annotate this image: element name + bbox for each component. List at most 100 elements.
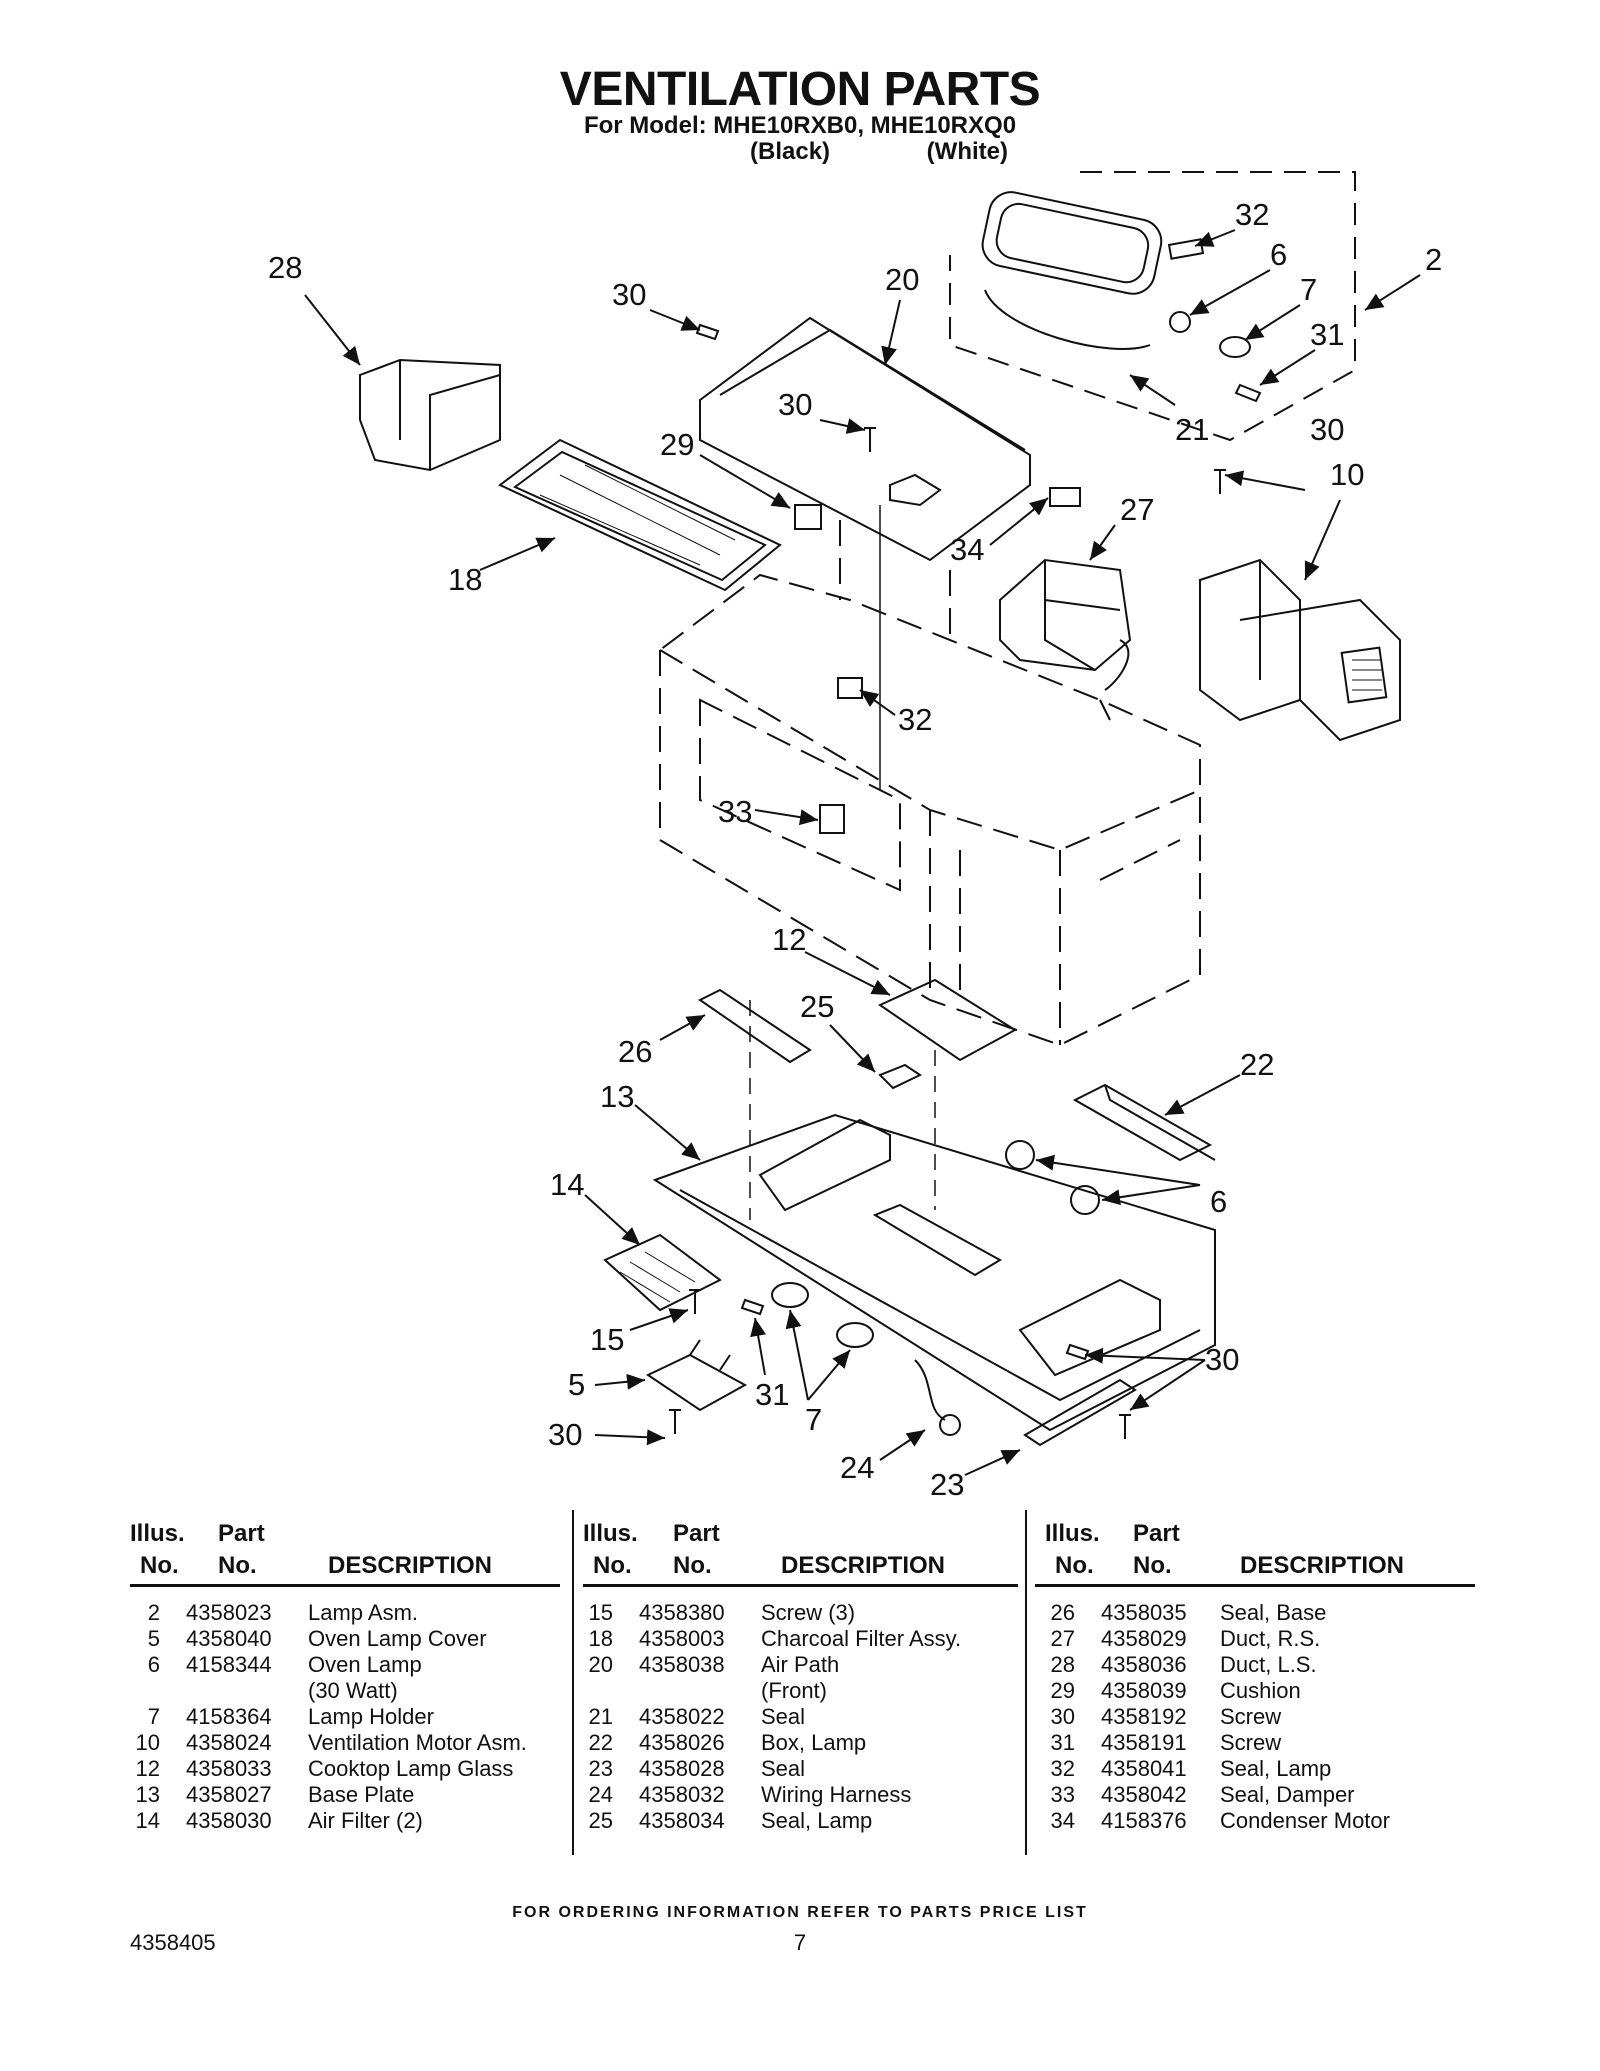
screw-b <box>864 427 876 452</box>
lamp-holder-b <box>836 1322 874 1348</box>
model-variants: (Black) (White) <box>750 138 1008 166</box>
part-description: Seal, Lamp <box>761 1808 873 1833</box>
callout-24: 24 <box>840 1450 874 1485</box>
header-part: Part <box>673 1520 720 1547</box>
part-number: 4358027 <box>186 1782 272 1807</box>
illus-number: 21 <box>588 1704 613 1729</box>
callout-32: 32 <box>1235 197 1269 232</box>
lamp-assembly-boundary <box>949 171 1356 442</box>
callout-14: 14 <box>550 1167 584 1202</box>
header-rule <box>130 1584 560 1587</box>
part-number: 4358042 <box>1101 1782 1187 1807</box>
illus-number: 33 <box>1050 1782 1075 1807</box>
exploded-parts-diagram: 32 6 7 31 2 28 30 20 30 21 30 29 10 27 3… <box>268 171 1442 1500</box>
page-title: VENTILATION PARTS <box>559 63 1041 116</box>
part-number: 4358039 <box>1101 1678 1187 1703</box>
seal-lamp-25 <box>878 1063 923 1090</box>
callout-13: 13 <box>600 1079 634 1114</box>
header-rule <box>1035 1584 1475 1587</box>
illus-number: 32 <box>1050 1756 1075 1781</box>
part-description: Screw <box>1220 1730 1282 1755</box>
lamp-seal-top <box>1167 238 1205 260</box>
callout-30: 30 <box>1310 412 1344 447</box>
part-description: Box, Lamp <box>761 1730 867 1755</box>
oven-lamp-top <box>1169 311 1191 333</box>
screw-d <box>689 1289 701 1314</box>
part-number: 4358034 <box>639 1808 725 1833</box>
part-number: 4158344 <box>186 1652 272 1677</box>
wiring-harness <box>914 1359 946 1421</box>
illus-number: 2 <box>147 1600 160 1625</box>
part-description: Condenser Motor <box>1220 1808 1390 1833</box>
illus-number: 28 <box>1050 1652 1075 1677</box>
seal-base <box>698 988 812 1064</box>
part-description: Seal, Damper <box>1220 1782 1355 1807</box>
callout-30: 30 <box>778 387 812 422</box>
header-part-no: No. <box>1133 1552 1172 1579</box>
ordering-note: FOR ORDERING INFORMATION REFER TO PARTS … <box>512 1904 1088 1921</box>
base-plate <box>652 1113 1216 1432</box>
callout-21: 21 <box>1175 412 1209 447</box>
illus-number: 34 <box>1050 1808 1075 1833</box>
lamp-box <box>1072 1083 1213 1162</box>
callout-12: 12 <box>772 922 806 957</box>
cooktop-lamp-glass <box>877 978 1017 1062</box>
illus-number: 31 <box>1050 1730 1075 1755</box>
seal-bottom <box>1023 1378 1137 1447</box>
illus-number: 18 <box>588 1626 613 1651</box>
callout-31: 31 <box>755 1377 789 1412</box>
part-description: Screw <box>1220 1704 1282 1729</box>
callout-26: 26 <box>618 1034 652 1069</box>
part-number: 4158364 <box>186 1704 272 1729</box>
callout-32: 32 <box>898 702 932 737</box>
callout-6: 6 <box>1210 1184 1227 1219</box>
screw-h <box>1119 1414 1131 1439</box>
callout-5: 5 <box>568 1367 585 1402</box>
illus-number: 13 <box>135 1782 160 1807</box>
header-part: Part <box>218 1520 265 1547</box>
callout-7: 7 <box>805 1402 822 1437</box>
callout-30: 30 <box>548 1417 582 1452</box>
illus-number: 22 <box>588 1730 613 1755</box>
callout-31: 31 <box>1310 317 1344 352</box>
header-illus: Illus. <box>583 1520 638 1547</box>
illus-number: 6 <box>147 1652 160 1677</box>
part-number: 4358029 <box>1101 1626 1187 1651</box>
document-number: 4358405 <box>130 1930 216 1955</box>
header-description: DESCRIPTION <box>1240 1552 1405 1579</box>
callout-20: 20 <box>885 262 919 297</box>
header-description: DESCRIPTION <box>328 1552 493 1579</box>
part-description: Air Filter (2) <box>308 1808 423 1833</box>
illus-number: 26 <box>1050 1600 1075 1625</box>
illus-number: 29 <box>1050 1678 1075 1703</box>
illus-number: 27 <box>1050 1626 1075 1651</box>
header-rule <box>583 1584 1018 1587</box>
header-illus-no: No. <box>1055 1552 1094 1579</box>
condenser-motor <box>1049 487 1081 507</box>
header-illus: Illus. <box>130 1520 185 1547</box>
part-description: Lamp Holder <box>308 1704 434 1729</box>
screw-top <box>1234 383 1262 403</box>
callout-28: 28 <box>268 250 302 285</box>
part-description: Seal, Base <box>1220 1600 1327 1625</box>
callout-15: 15 <box>590 1322 624 1357</box>
header-illus-no: No. <box>593 1552 632 1579</box>
part-number: 4358191 <box>1101 1730 1187 1755</box>
table-divider-1 <box>572 1510 574 1855</box>
part-number: 4358028 <box>639 1756 725 1781</box>
variant-black: (Black) <box>750 138 831 165</box>
callout-7: 7 <box>1300 272 1317 307</box>
header-illus-no: No. <box>140 1552 179 1579</box>
callout-18: 18 <box>448 562 482 597</box>
callout-34: 34 <box>950 532 984 567</box>
callout-29: 29 <box>660 427 694 462</box>
header-part: Part <box>1133 1520 1180 1547</box>
part-description: Cushion <box>1220 1678 1301 1703</box>
ventilation-motor <box>1199 558 1301 722</box>
seal-damper <box>819 804 845 834</box>
part-number: 4358038 <box>639 1652 725 1677</box>
callout-22: 22 <box>1240 1047 1274 1082</box>
part-number: 4358033 <box>186 1756 272 1781</box>
part-number: 4358035 <box>1101 1600 1187 1625</box>
header-part-no: No. <box>218 1552 257 1579</box>
